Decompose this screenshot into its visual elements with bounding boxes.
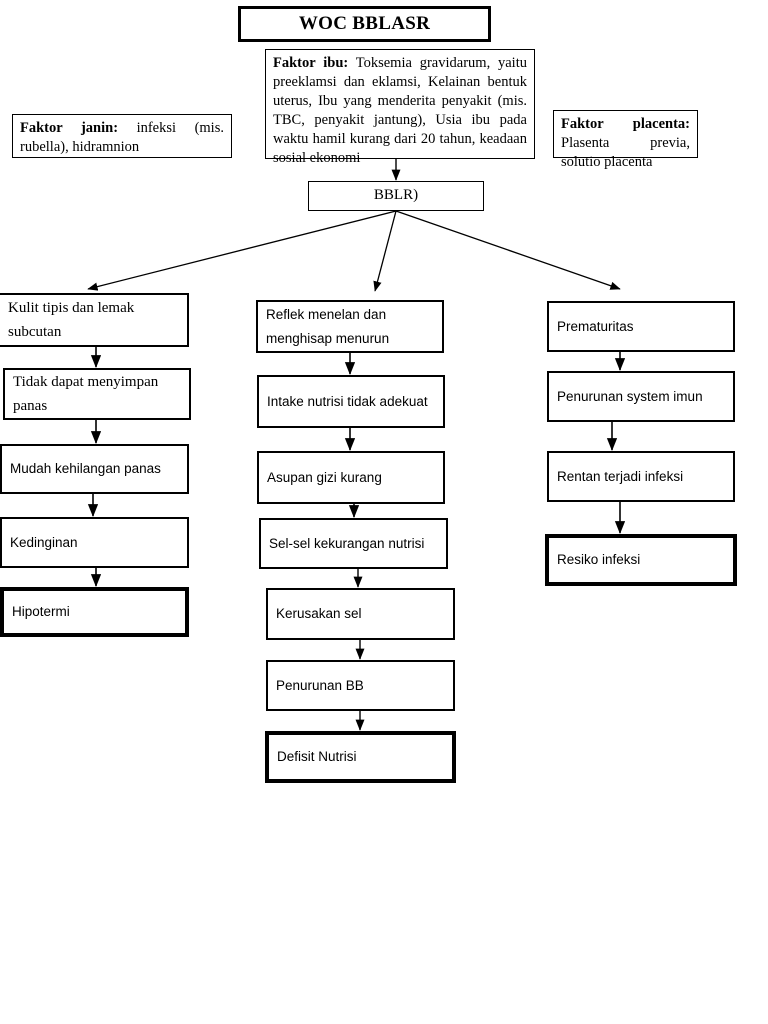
faktor-placenta-lead: Faktor placenta: [561, 116, 690, 132]
node-defisit-nutrisi: Defisit Nutrisi [265, 731, 456, 783]
faktor-ibu-box: Faktor ibu: Toksemia gravidarum, yaitu p… [265, 49, 535, 166]
faktor-placenta-text: Faktor placenta: Plasenta previa, soluti… [554, 111, 697, 175]
node-kerusakan-sel: Kerusakan sel [266, 588, 455, 640]
node-mudah-kehilangan-panas: Mudah kehilangan panas [0, 444, 189, 494]
node-kulit-tipis: Kulit tipis dan lemak subcutan [0, 293, 189, 347]
node-intake-nutrisi: Intake nutrisi tidak adekuat [257, 375, 445, 428]
node-hipotermi: Hipotermi [0, 587, 189, 637]
node-kedinginan-label: Kedinginan [10, 534, 78, 550]
node-asupan-gizi: Asupan gizi kurang [257, 451, 445, 504]
faktor-janin-body: infeksi (mis. rubella), hidramnion [20, 120, 224, 155]
bblr-label: BBLR) [373, 187, 419, 204]
node-mudah-kehilangan-panas-label: Mudah kehilangan panas [10, 461, 161, 477]
faktor-placenta-box: Faktor placenta: Plasenta previa, soluti… [553, 110, 698, 170]
node-reflek-menelan-label: Reflek menelan dan menghisap menurun [266, 306, 390, 346]
node-rentan-infeksi: Rentan terjadi infeksi [547, 451, 735, 502]
node-resiko-infeksi: Resiko infeksi [545, 534, 737, 586]
edge-bblr-to-right [395, 210, 621, 290]
faktor-ibu-body: Toksemia gravidarum, yaitu preeklamsi da… [273, 55, 527, 166]
node-prematuritas: Prematuritas [547, 301, 735, 352]
node-penurunan-imun: Penurunan system imun [547, 371, 735, 422]
node-reflek-menelan: Reflek menelan dan menghisap menurun [256, 300, 444, 353]
page-title: WOC BBLASR [238, 6, 491, 42]
node-tidak-menyimpan-panas-label: Tidak dapat menyimpan panas [13, 374, 159, 414]
faktor-janin-lead: Faktor janin: [20, 120, 119, 136]
bblr-node: BBLR) [308, 181, 484, 211]
node-prematuritas-label: Prematuritas [557, 318, 634, 334]
node-kedinginan: Kedinginan [0, 517, 189, 568]
node-kerusakan-sel-label: Kerusakan sel [276, 606, 362, 622]
edge-bblr-to-left [87, 210, 397, 291]
node-resiko-infeksi-label: Resiko infeksi [557, 552, 641, 568]
node-tidak-menyimpan-panas: Tidak dapat menyimpan panas [3, 368, 191, 420]
node-intake-nutrisi-label: Intake nutrisi tidak adekuat [267, 393, 428, 409]
node-penurunan-imun-label: Penurunan system imun [557, 388, 703, 404]
faktor-ibu-lead: Faktor ibu: [273, 55, 349, 71]
node-hipotermi-label: Hipotermi [12, 604, 70, 620]
node-defisit-nutrisi-label: Defisit Nutrisi [277, 749, 357, 765]
edge-bblr-to-middle [373, 210, 397, 292]
node-kulit-tipis-label: Kulit tipis dan lemak subcutan [8, 300, 135, 340]
node-penurunan-bb-label: Penurunan BB [276, 677, 364, 693]
node-sel-kekurangan-nutrisi-label: Sel-sel kekurangan nutrisi [269, 535, 425, 551]
faktor-placenta-body: Plasenta previa, solutio placenta [561, 134, 690, 170]
faktor-janin-text: Faktor janin: infeksi (mis. rubella), hi… [13, 115, 231, 160]
node-penurunan-bb: Penurunan BB [266, 660, 455, 711]
node-sel-kekurangan-nutrisi: Sel-sel kekurangan nutrisi [259, 518, 448, 569]
faktor-janin-box: Faktor janin: infeksi (mis. rubella), hi… [12, 114, 232, 158]
faktor-ibu-text: Faktor ibu: Toksemia gravidarum, yaitu p… [266, 50, 534, 171]
page-title-label: WOC BBLASR [298, 13, 431, 35]
node-asupan-gizi-label: Asupan gizi kurang [267, 469, 382, 485]
node-rentan-infeksi-label: Rentan terjadi infeksi [557, 468, 684, 484]
